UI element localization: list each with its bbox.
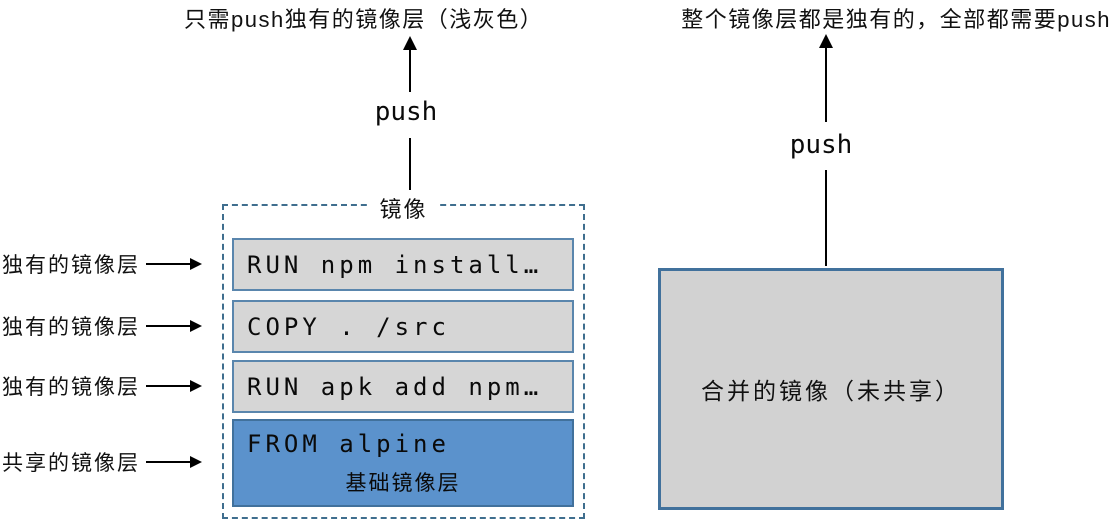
push-label-left: push <box>374 97 438 127</box>
arrow-line <box>146 263 190 265</box>
pointer-row-unique-3: 独有的镜像层 <box>2 373 202 399</box>
arrow-up-icon <box>819 34 833 48</box>
layer-run-npm-install: RUN npm install… <box>232 238 574 291</box>
base-layer-caption: 基础镜像层 <box>345 472 461 495</box>
arrow-line <box>825 48 827 122</box>
arrow-line <box>409 138 411 190</box>
push-label-right: push <box>789 130 853 160</box>
image-group-title: 镜像 <box>369 192 438 224</box>
arrow-line <box>146 461 190 463</box>
layer-copy-src: COPY . /src <box>232 300 574 353</box>
merged-image-label: 合并的镜像（未共享） <box>701 378 961 404</box>
merged-image-box: 合并的镜像（未共享） <box>658 268 1004 510</box>
pointer-row-shared: 共享的镜像层 <box>2 449 202 475</box>
layer-from-alpine: FROM alpine 基础镜像层 <box>232 419 574 507</box>
arrow-right-icon <box>190 380 202 392</box>
layer-run-apk-add: RUN apk add npm… <box>232 360 574 413</box>
arrow-right-icon <box>190 320 202 332</box>
arrow-up-icon <box>403 36 417 50</box>
row-label: 独有的镜像层 <box>2 254 140 277</box>
row-label: 独有的镜像层 <box>2 316 140 339</box>
pointer-row-unique-2: 独有的镜像层 <box>2 313 202 339</box>
caption-unique-layers-push: 只需push独有的镜像层（浅灰色） <box>184 7 544 32</box>
arrow-line <box>146 325 190 327</box>
image-group-box: 镜像 <box>222 192 585 519</box>
arrow-right-icon <box>190 456 202 468</box>
arrow-line <box>825 170 827 266</box>
arrow-line <box>146 385 190 387</box>
arrow-right-icon <box>190 258 202 270</box>
row-label: 共享的镜像层 <box>2 452 140 475</box>
caption-all-layers-push: 整个镜像层都是独有的，全部都需要push <box>681 7 1111 32</box>
layer-command: FROM alpine <box>247 430 450 458</box>
pointer-row-unique-1: 独有的镜像层 <box>2 251 202 277</box>
arrow-line <box>409 50 411 92</box>
row-label: 独有的镜像层 <box>2 376 140 399</box>
